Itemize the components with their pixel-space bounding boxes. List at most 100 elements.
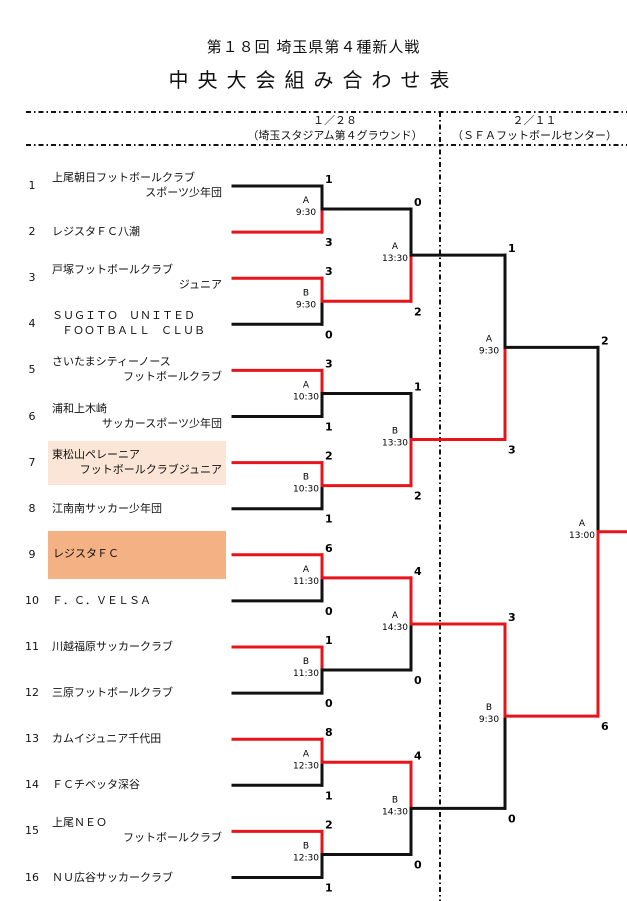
team-number: 10 — [25, 593, 39, 607]
match-time: 13:30 — [382, 439, 408, 449]
score-top: 6 — [325, 542, 333, 555]
team-name: カムイジュニア千代田 — [48, 730, 226, 748]
match-court: A — [486, 334, 493, 344]
team-name: 川越福原サッカークラブ — [48, 638, 226, 656]
score-bottom: 0 — [325, 697, 333, 710]
team-number: 7 — [28, 455, 36, 469]
team-name: 江南南サッカー少年団 — [48, 500, 226, 518]
team-number: 11 — [25, 640, 39, 653]
match-time: 13:30 — [382, 254, 408, 264]
team-name-line1: 上尾ＮＥＯ — [52, 816, 107, 830]
match-court: A — [579, 519, 586, 529]
match-court: A — [303, 749, 310, 759]
match-court: B — [392, 427, 398, 437]
match-time: 14:30 — [382, 807, 408, 817]
team-number: 13 — [25, 732, 39, 746]
score-top: 1 — [508, 242, 516, 255]
team-name-line1: Ｆ．Ｃ．ＶＥＬＳＡ — [52, 593, 151, 607]
team-name-line1: さいたまシティーノース — [52, 355, 171, 369]
bracket-subtitle: 中央大会組み合わせ表 — [168, 68, 459, 92]
team-name-line1: レジスタＦＣ — [53, 546, 119, 560]
score-bottom: 6 — [601, 720, 609, 733]
team-number: 16 — [25, 870, 39, 884]
team-name: レジスタＦＣ八潮 — [48, 223, 226, 241]
day1-venue: （埼玉スタジアム第４グラウンド） — [247, 129, 423, 142]
day1-header: １／２８ （埼玉スタジアム第４グラウンド） — [230, 113, 440, 143]
team-name-line2: フットボールクラブ — [123, 831, 222, 845]
team-name-line2: スポーツ少年団 — [145, 186, 222, 199]
team-name-line1: カムイジュニア千代田 — [52, 732, 162, 746]
team-name: 上尾ＮＥＯ フットボールクラブ — [48, 815, 226, 847]
score-top: 4 — [414, 749, 422, 762]
match-time: 10:30 — [293, 392, 319, 402]
match-time: 9:30 — [296, 300, 316, 310]
team-name: レジスタＦＣ — [48, 530, 226, 579]
score-bottom: 0 — [325, 605, 333, 618]
team-name: ＮＵ広谷サッカークラブ — [48, 869, 226, 887]
team-name-line2: フットボールクラブジュニア — [79, 462, 222, 476]
score-bottom: 0 — [414, 674, 422, 687]
score-bottom: 1 — [325, 513, 333, 526]
score-top: 3 — [325, 357, 333, 370]
team-number: 14 — [25, 778, 39, 792]
match-court: B — [303, 841, 309, 851]
team-name-line2: ジュニア — [178, 278, 222, 292]
team-name-line1: ＮＵ広谷サッカークラブ — [52, 870, 173, 884]
team-name-line1: 三原フットボールクラブ — [52, 686, 173, 700]
team-name: ＦＣチベッタ深谷 — [48, 776, 226, 794]
match-court: A — [392, 242, 399, 252]
day1-date: １／２８ — [313, 114, 357, 127]
score-top: 1 — [414, 380, 422, 393]
team-name-line2: サッカースポーツ少年団 — [101, 416, 222, 430]
team-name-line1: 江南南サッカー少年団 — [52, 501, 162, 515]
team-number: 8 — [28, 501, 36, 515]
score-bottom: 2 — [414, 490, 422, 503]
team-name-line1: ＳＵＧＩＴＯ ＵＮＩＴＥＤ — [52, 309, 195, 323]
score-bottom: 1 — [325, 882, 333, 895]
team-name: 浦和上木崎サッカースポーツ少年団 — [48, 401, 226, 433]
team-name-line2: ＦＯＯＴＢＡＬＬ ＣＬＵＢ — [62, 324, 205, 338]
team-name-line2: フットボールクラブ — [123, 370, 222, 384]
score-bottom: 1 — [325, 421, 333, 434]
tournament-title: 第１８回 埼玉県第４種新人戦 — [206, 38, 421, 56]
match-time: 10:30 — [293, 485, 319, 495]
score-bottom: 0 — [414, 858, 422, 871]
match-time: 12:30 — [293, 853, 319, 863]
team-number: 4 — [28, 317, 36, 331]
score-top: 4 — [414, 565, 422, 578]
match-court: B — [303, 657, 309, 667]
team-name-line1: ＦＣチベッタ深谷 — [52, 778, 140, 792]
match-time: 14:30 — [382, 623, 408, 633]
team-name: さいたまシティーノースフットボールクラブ — [48, 354, 226, 386]
day2-venue: （ＳＦＡフットボールセンター） — [452, 129, 617, 142]
score-top: 0 — [414, 196, 422, 209]
match-court: A — [303, 380, 310, 390]
score-bottom: 0 — [325, 328, 333, 341]
score-top: 1 — [325, 173, 333, 186]
day2-date: ２／１１ — [512, 114, 557, 127]
team-name-line1: 川越福原サッカークラブ — [52, 640, 173, 653]
match-time: 9:30 — [479, 346, 499, 356]
match-court: A — [392, 611, 399, 621]
match-court: B — [486, 703, 492, 713]
score-top: 2 — [601, 334, 609, 347]
day2-header: ２／１１ （ＳＦＡフットボールセンター） — [442, 113, 627, 143]
score-top: 3 — [325, 265, 333, 278]
team-name-line1: 戸塚フットボールクラブ — [52, 263, 173, 277]
team-number: 3 — [28, 271, 36, 285]
match-time: 13:00 — [569, 531, 595, 541]
match-time: 9:30 — [479, 715, 499, 725]
score-top: 3 — [508, 611, 516, 624]
score-bottom: 3 — [508, 444, 516, 457]
team-name-line1: 浦和上木崎 — [52, 401, 107, 415]
match-court: A — [303, 565, 310, 575]
score-top: 2 — [325, 450, 333, 463]
score-bottom: 0 — [508, 812, 516, 825]
team-number: 9 — [28, 547, 36, 561]
team-name: 上尾朝日フットボールクラブスポーツ少年団 — [48, 170, 226, 202]
score-bottom: 2 — [414, 305, 422, 318]
match-court: A — [303, 196, 310, 206]
team-number: 5 — [28, 363, 36, 377]
